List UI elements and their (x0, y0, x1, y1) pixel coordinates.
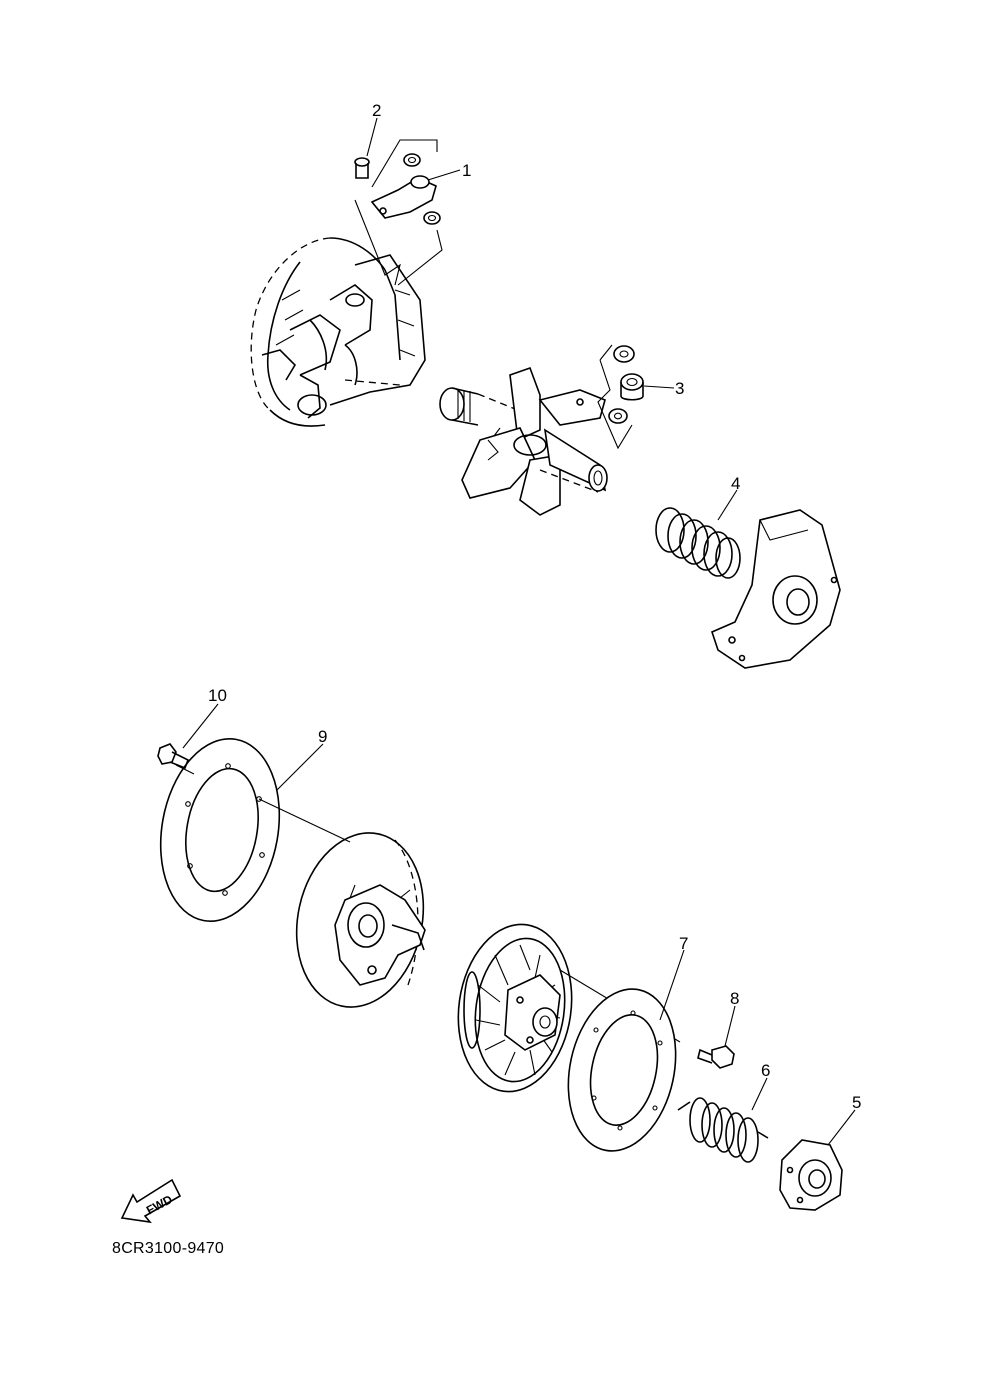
callout-6: 6 (761, 1061, 770, 1080)
washer (613, 345, 635, 363)
weight-slider-group (354, 139, 443, 286)
callout-9: 9 (318, 727, 327, 746)
callout-2: 2 (372, 101, 381, 120)
callout-1: 1 (462, 161, 471, 180)
diagram-code: 8CR3100-9470 (112, 1240, 225, 1257)
spider-hub (439, 366, 608, 516)
washer (608, 408, 628, 424)
spring-4 (655, 507, 741, 579)
spring-cover-cap (711, 509, 841, 669)
bolt-2 (354, 157, 370, 179)
movable-sheave (457, 923, 681, 1093)
callout-3: 3 (675, 379, 684, 398)
washer (403, 153, 421, 167)
cap-5 (779, 1139, 843, 1211)
callout-leaders (182, 117, 856, 1146)
slider-piece-1 (370, 175, 437, 219)
callout-10: 10 (208, 686, 227, 705)
callout-5: 5 (852, 1093, 861, 1112)
spring-6 (677, 1097, 769, 1163)
primary-sheave-housing (250, 237, 426, 427)
fixed-sheave (295, 832, 426, 1008)
roller-group-3 (597, 344, 644, 450)
bolt-8 (697, 1045, 735, 1069)
plate-7 (567, 988, 677, 1152)
roller-3 (620, 373, 644, 401)
plate-9 (159, 738, 351, 922)
callout-8: 8 (730, 989, 739, 1008)
callout-7: 7 (679, 934, 688, 953)
washer (423, 211, 441, 225)
bolt-10 (157, 743, 190, 770)
callout-4: 4 (731, 474, 740, 493)
fwd-arrow-icon: FWD (120, 1178, 182, 1224)
